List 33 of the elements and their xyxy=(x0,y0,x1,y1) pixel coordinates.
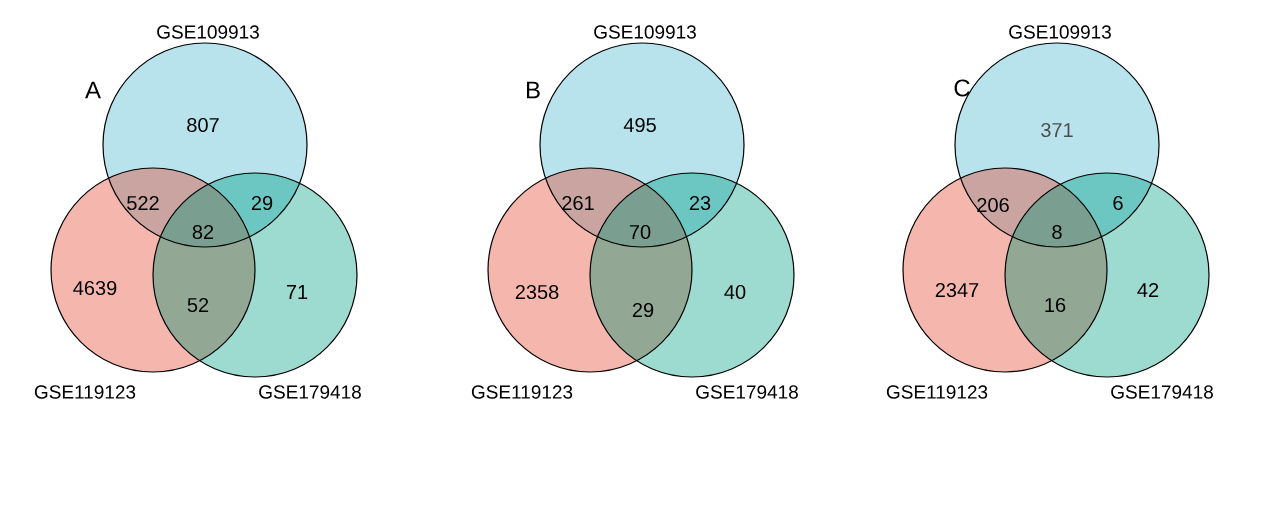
region-count: 2358 xyxy=(515,284,559,300)
region-count: 42 xyxy=(1137,283,1159,297)
region-count: 52 xyxy=(187,297,209,313)
region-count: 82 xyxy=(192,224,214,240)
region-count: 6 xyxy=(1113,195,1123,211)
region-count: 70 xyxy=(629,224,651,240)
region-count: 4639 xyxy=(73,280,117,296)
region-count: 807 xyxy=(187,117,219,133)
node-label: GSE109913 xyxy=(157,25,259,39)
node-label: GSE119123 xyxy=(34,385,136,399)
region-count: 2347 xyxy=(935,282,979,298)
region-count: 29 xyxy=(632,302,654,318)
region-count: 522 xyxy=(127,195,159,211)
region-count: 23 xyxy=(689,195,711,211)
node-label: GSE119123 xyxy=(886,385,988,399)
region-count: 8 xyxy=(1052,224,1062,240)
panel-letter: C xyxy=(954,79,970,97)
region-count: 206 xyxy=(977,197,1009,213)
node-label: GSE109913 xyxy=(594,25,696,39)
region-count: 40 xyxy=(724,284,746,300)
region-count: 371 xyxy=(1041,122,1073,138)
panel-letter: A xyxy=(85,81,101,99)
node-label: GSE119123 xyxy=(471,385,573,399)
region-count: 495 xyxy=(623,117,656,133)
region-count: 16 xyxy=(1045,297,1066,313)
region-count: 261 xyxy=(562,195,594,211)
node-label: GSE109913 xyxy=(1009,25,1111,39)
region-count: 71 xyxy=(286,285,308,299)
node-label: GSE179418 xyxy=(1111,385,1213,399)
node-label: GSE179418 xyxy=(696,385,798,399)
panel-letter: B xyxy=(527,81,540,99)
node-label: GSE179418 xyxy=(259,385,361,399)
region-count: 29 xyxy=(251,195,273,211)
